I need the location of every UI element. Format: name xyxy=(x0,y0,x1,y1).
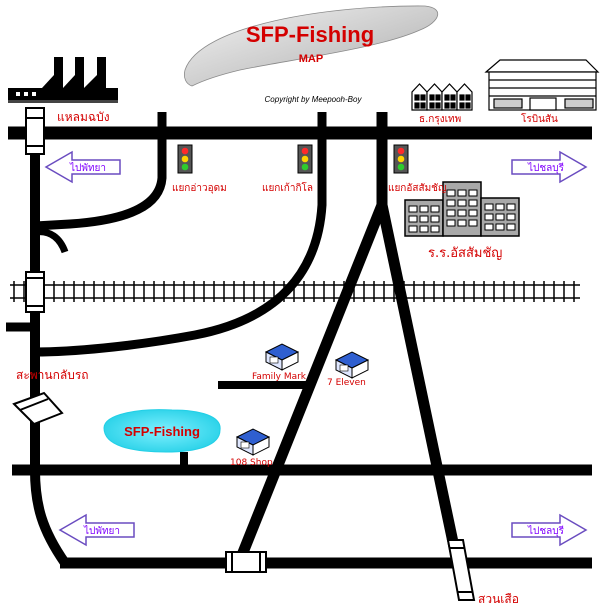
traffic-light-icon xyxy=(177,144,409,174)
school-window xyxy=(457,199,467,207)
arrow-east-bottom: ไปชลบุรี xyxy=(511,513,588,547)
school-window xyxy=(468,209,478,217)
east-bridge xyxy=(446,539,476,601)
school-window xyxy=(506,203,516,211)
school-window xyxy=(446,189,456,197)
traffic-light xyxy=(393,144,409,174)
label-family-mart: Family Mark xyxy=(252,372,307,382)
place-labels: แหลมฉบัง ธ.กรุงเทพ โรบินสัน แยกอ่าวอุดม … xyxy=(16,110,558,606)
copyright-text: Copyright by Meepooh-Boy xyxy=(265,95,363,104)
road-west-branch xyxy=(34,228,69,254)
laem-chabang-gate xyxy=(25,107,45,155)
store xyxy=(334,351,370,379)
school-window xyxy=(484,223,494,231)
destination-label: SFP-Fishing xyxy=(124,424,200,439)
school-window xyxy=(419,205,429,213)
arrow-east-bottom-label: ไปชลบุรี xyxy=(527,525,565,537)
label-junction-kao-kilo: แยกเก้ากิโล xyxy=(262,181,313,194)
school-window xyxy=(495,203,505,211)
bank-house xyxy=(456,83,473,111)
road-west-vertical xyxy=(30,112,70,566)
mall-icon xyxy=(484,59,600,111)
bank-house xyxy=(411,83,428,111)
road-kao-kilo xyxy=(34,112,327,357)
store xyxy=(264,343,300,371)
bank-house xyxy=(426,83,443,111)
arrow-west-top-label: ไปพัทยา xyxy=(69,162,106,174)
school-window xyxy=(430,225,440,233)
school-window xyxy=(468,199,478,207)
road-network xyxy=(6,112,592,587)
school-window xyxy=(408,215,418,223)
school-window xyxy=(468,189,478,197)
rail-crossing xyxy=(25,271,45,313)
school-window xyxy=(457,209,467,217)
road-ao-udom xyxy=(34,112,167,231)
arrow-west-top: ไปพัทยา xyxy=(44,150,121,184)
u-turn-bridge xyxy=(12,391,64,426)
bank-icon xyxy=(411,83,473,111)
traffic-light xyxy=(177,144,193,174)
arrow-east-top-label: ไปชลบุรี xyxy=(527,162,565,174)
school-icon xyxy=(404,181,520,237)
school-window xyxy=(484,213,494,221)
label-laem-chabang: แหลมฉบัง xyxy=(57,110,110,124)
store xyxy=(235,428,271,456)
factory-icon xyxy=(8,57,118,103)
store-icon xyxy=(235,343,370,456)
label-bank: ธ.กรุงเทพ xyxy=(419,114,461,125)
school-window xyxy=(408,205,418,213)
school-window xyxy=(506,223,516,231)
title-swoosh xyxy=(184,5,438,87)
school-window xyxy=(468,219,478,227)
label-junction-ao-udom: แยกอ่าวอุดม xyxy=(172,183,227,194)
school-window xyxy=(430,215,440,223)
road-diagonal-east xyxy=(376,203,468,587)
crossing-marks xyxy=(12,107,476,601)
school-window xyxy=(419,215,429,223)
school-window xyxy=(408,225,418,233)
school-window xyxy=(446,219,456,227)
map-subtitle: MAP xyxy=(299,53,323,65)
label-mall: โรบินสัน xyxy=(521,112,558,125)
lake-icon: SFP-Fishing xyxy=(103,409,221,453)
bank-house xyxy=(441,83,458,111)
arrow-west-bottom: ไปพัทยา xyxy=(58,513,135,547)
school-window xyxy=(484,203,494,211)
school-window xyxy=(446,209,456,217)
school-window xyxy=(506,213,516,221)
road-diagonal-west xyxy=(232,202,388,568)
school-window xyxy=(446,199,456,207)
label-u-turn-bridge: สะพานกลับรถ xyxy=(16,368,89,382)
label-junction-assumption: แยกอัสสัมชัญ xyxy=(388,183,446,194)
school-window xyxy=(457,189,467,197)
label-school: ร.ร.อัสสัมชัญ xyxy=(428,246,502,261)
title-banner: SFP-Fishing MAP Copyright by Meepooh-Boy xyxy=(184,5,438,104)
school-window xyxy=(430,205,440,213)
label-suan-suea: สวนเสือ xyxy=(478,592,519,606)
school-window xyxy=(457,219,467,227)
bottom-bridge xyxy=(225,551,267,573)
arrow-west-bottom-label: ไปพัทยา xyxy=(83,525,120,537)
school-window xyxy=(419,225,429,233)
traffic-light xyxy=(297,144,313,174)
school-window xyxy=(495,213,505,221)
label-108-shop: 108 Shop xyxy=(230,458,273,468)
map-title: SFP-Fishing xyxy=(246,22,374,47)
arrow-east-top: ไปชลบุรี xyxy=(511,150,588,184)
school-window xyxy=(495,223,505,231)
label-seven-eleven: 7 Eleven xyxy=(327,378,366,388)
